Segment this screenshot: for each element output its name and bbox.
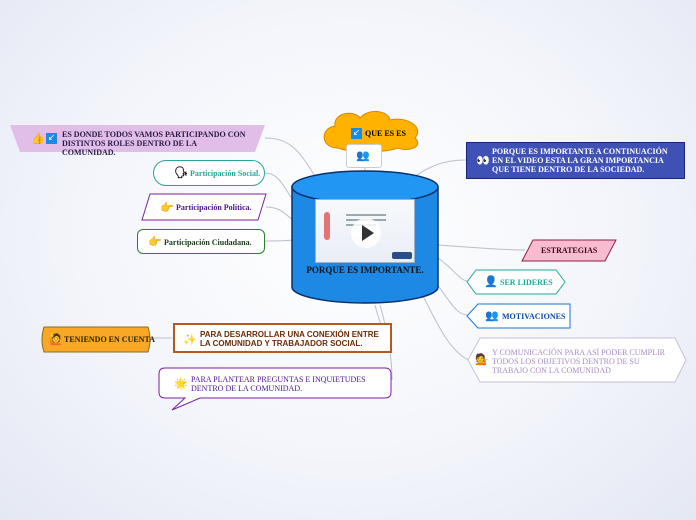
participacion-social-label: Participación Social. bbox=[190, 169, 261, 178]
participacion-politica-label: Participación Política. bbox=[176, 203, 252, 212]
info-text: PORQUE ES IMPORTANTE A CONTINUACIÓN EN E… bbox=[492, 147, 668, 174]
communication-text: Y COMUNICACIÓN PARA ASÍ PODER CUMPLIR TO… bbox=[492, 348, 665, 375]
star-icon: 🌟 bbox=[174, 377, 188, 390]
strategies-label: ESTRATEGIAS bbox=[541, 246, 598, 255]
thumbs-icon: 👍 bbox=[31, 132, 45, 145]
pointing-icon: 👉 bbox=[148, 235, 162, 248]
speaker-icon: 🗣 bbox=[174, 166, 188, 179]
team-icon: 👥 bbox=[485, 309, 499, 322]
video-logo bbox=[392, 252, 412, 259]
banner-text: ES DONDE TODOS VAMOS PARTICIPANDO CON DI… bbox=[62, 130, 246, 157]
info-box[interactable]: 👀 PORQUE ES IMPORTANTE A CONTINUACIÓN EN… bbox=[466, 142, 685, 179]
questions-text: PARA PLANTEAR PREGUNTAS E INQUIETUDES DE… bbox=[191, 375, 366, 393]
connection-box[interactable]: ✨ PARA DESARROLLAR UNA CONEXIÓN ENTRE LA… bbox=[173, 323, 392, 353]
participacion-ciudadana-node[interactable]: 👉 Participación Ciudadana. bbox=[137, 229, 265, 254]
arrow-icon: ↙ bbox=[46, 133, 57, 144]
eyes-icon: 👀 bbox=[476, 154, 490, 167]
leaders-label: SER LIDERES bbox=[500, 278, 553, 287]
woman-icon: 💁 bbox=[475, 353, 489, 366]
leader-icon: 👤 bbox=[484, 275, 498, 288]
considering-label: TENIENDO EN CUENTA bbox=[64, 335, 155, 344]
sparkle-icon: ✨ bbox=[183, 333, 197, 346]
motivations-label: MOTIVACIONES bbox=[502, 312, 566, 321]
pointing-icon: 👉 bbox=[160, 201, 174, 214]
arrow-icon: ↙ bbox=[351, 128, 362, 139]
people-icon: 👥 bbox=[356, 149, 370, 162]
connection-text: PARA DESARROLLAR UNA CONEXIÓN ENTRE LA C… bbox=[200, 330, 379, 348]
participacion-social-node[interactable]: 🗣 Participación Social. bbox=[153, 160, 265, 186]
person-figure bbox=[324, 212, 330, 240]
cloud-label: QUE ES ES bbox=[365, 129, 406, 138]
image-node: 👥 bbox=[346, 144, 382, 168]
raised-hand-icon: 🙋 bbox=[49, 333, 63, 346]
video-thumbnail[interactable] bbox=[315, 199, 415, 263]
play-icon[interactable] bbox=[351, 218, 381, 248]
participacion-ciudadana-label: Participación Ciudadana. bbox=[164, 238, 252, 247]
center-title: PORQUE ES IMPORTANTE. bbox=[306, 265, 424, 275]
